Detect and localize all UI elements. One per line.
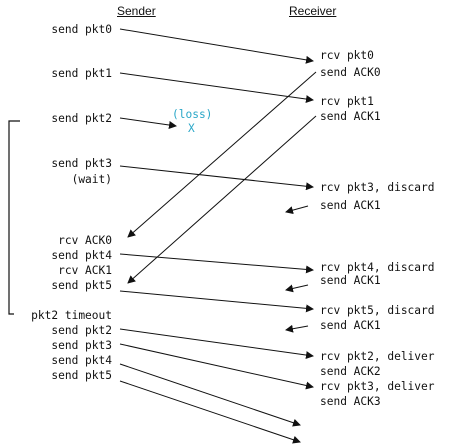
timeout-interval-bracket (8, 120, 20, 315)
sender-event-resend-pkt2: send pkt2 (51, 324, 112, 337)
arrow-pkt4-to-receiver (119, 253, 314, 274)
arrow-ack1-short-2 (285, 284, 309, 293)
receiver-event-send-ack0: send ACK0 (320, 66, 381, 79)
receiver-event-send-ack3: send ACK3 (320, 395, 381, 408)
sender-event-resend-pkt4: send pkt4 (51, 354, 112, 367)
arrow-ack1-short-3 (285, 324, 309, 333)
sender-header: Sender (117, 4, 156, 18)
receiver-event-rcv-pkt0: rcv pkt0 (320, 49, 374, 62)
sender-event-resend-pkt5: send pkt5 (51, 369, 112, 382)
receiver-event-rcv-pkt3-deliver: rcv pkt3, deliver (320, 380, 435, 393)
arrow-ack0-to-sender (127, 71, 317, 238)
arrow-pkt2-lost (119, 117, 177, 129)
arrow-ack1-short-1 (285, 205, 309, 215)
receiver-event-rcv-pkt2-deliver: rcv pkt2, deliver (320, 350, 435, 363)
arrow-resend-pkt2 (119, 328, 314, 359)
sender-event-rcv-ack0: rcv ACK0 (58, 234, 112, 247)
sender-event-send-pkt2: send pkt2 (51, 112, 112, 125)
arrow-resend-pkt5 (119, 380, 301, 444)
receiver-event-rcv-pkt4-discard: rcv pkt4, discard (320, 261, 435, 274)
receiver-header: Receiver (289, 4, 337, 18)
receiver-event-rcv-pkt1: rcv pkt1 (320, 95, 374, 108)
receiver-event-send-ack1-after-pkt5: send ACK1 (320, 319, 381, 332)
arrow-resend-pkt3 (119, 343, 314, 390)
sender-event-wait: (wait) (71, 173, 112, 186)
arrow-pkt1-to-receiver (119, 72, 314, 103)
receiver-event-rcv-pkt5-discard: rcv pkt5, discard (320, 304, 435, 317)
sender-event-send-pkt1: send pkt1 (51, 67, 112, 80)
receiver-event-rcv-pkt3-discard: rcv pkt3, discard (320, 181, 435, 194)
arrow-pkt5-to-receiver (119, 290, 314, 313)
arrow-pkt0-to-receiver (119, 28, 314, 64)
sender-event-send-pkt5: send pkt5 (51, 279, 112, 292)
sender-event-pkt2-timeout: pkt2 timeout (31, 309, 112, 322)
arrow-pkt3-to-receiver (119, 165, 314, 191)
loss-x-icon: X (188, 122, 195, 135)
arrow-ack1-to-sender (127, 115, 317, 284)
receiver-event-send-ack1: send ACK1 (320, 110, 381, 123)
sender-event-send-pkt4: send pkt4 (51, 249, 112, 262)
sender-event-resend-pkt3: send pkt3 (51, 339, 112, 352)
sender-event-rcv-ack1: rcv ACK1 (58, 264, 112, 277)
sender-event-send-pkt0: send pkt0 (51, 23, 112, 36)
receiver-event-send-ack1-after-pkt3: send ACK1 (320, 199, 381, 212)
arrow-resend-pkt4 (119, 363, 301, 427)
sender-event-send-pkt3: send pkt3 (51, 157, 112, 170)
receiver-event-send-ack1-after-pkt4: send ACK1 (320, 274, 381, 287)
loss-label: (loss) (172, 108, 213, 121)
receiver-event-send-ack2: send ACK2 (320, 365, 381, 378)
